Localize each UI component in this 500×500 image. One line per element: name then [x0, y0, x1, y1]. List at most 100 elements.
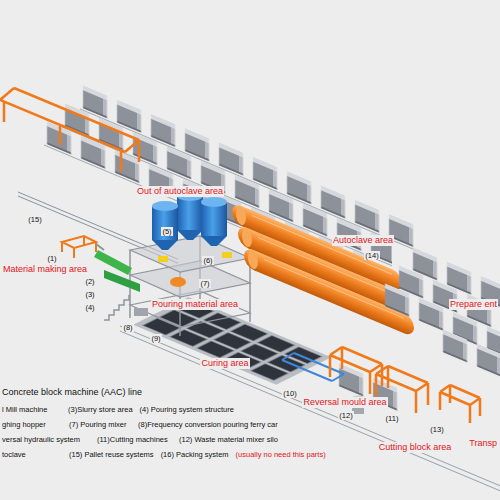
area-label: Prepare ent: [449, 299, 498, 310]
silo-cone: [152, 240, 178, 250]
callout-number-holder: (12): [338, 404, 353, 422]
callout-number-holder: (7): [199, 272, 210, 290]
silo-cone: [177, 230, 203, 240]
silo-body: [201, 202, 227, 236]
callout-number-holder: (3): [84, 283, 95, 301]
silo-top: [201, 197, 227, 207]
callout-number-holder: (4): [84, 296, 95, 314]
key-item: l Mill machine: [1, 405, 48, 414]
pouring-mixer: [170, 277, 186, 287]
callout-number-holder: (11): [385, 407, 400, 425]
area-label: Material making area: [2, 264, 88, 275]
key-item: (4) Pouring system structure: [139, 405, 235, 414]
area-label-holder: Prepare ent: [449, 293, 498, 311]
block-row: [440, 328, 500, 381]
callout-number-holder: (6): [202, 249, 213, 267]
key-item-holder: (3)Slurry store area: [67, 398, 134, 416]
silo-body: [177, 196, 203, 230]
curing-floor: [133, 297, 331, 385]
area-label: Curing area: [200, 358, 249, 369]
area-label-holder: Cutting block area: [378, 436, 453, 454]
area-label: Transp: [468, 438, 498, 449]
key-title-holder: Concrete block machine (AAC) line: [1, 381, 143, 399]
callout-number: (10): [282, 389, 297, 398]
key-item: toclave: [1, 450, 27, 459]
weighing-hopper: [222, 252, 232, 258]
area-label-holder: Reversal mould area: [302, 391, 387, 409]
area-label-holder: Autoclave area: [332, 229, 394, 247]
autoclave-door: [242, 227, 252, 249]
key-item-holder: toclave: [1, 443, 27, 461]
key-item: (3)Slurry store area: [67, 405, 134, 414]
transport-gantry: [440, 385, 480, 423]
callout-number: (12): [338, 411, 353, 420]
key-item: (15) Pallet reuse systems: [68, 450, 155, 459]
key-item: (16) Packing system: [160, 450, 230, 459]
autoclave-door: [248, 249, 258, 271]
key-item-holder: (4) Pouring system structure: [139, 398, 235, 416]
key-item-holder: (11)Cutting machines: [96, 428, 169, 446]
key-item-holder: (15) Pallet reuse systems: [68, 443, 155, 461]
slurry-silo: [177, 191, 203, 240]
table-leg: [62, 236, 96, 258]
key-item-holder: (8)Frequency conversion pouring ferry ca…: [137, 413, 279, 431]
key-item: ghing hopper: [1, 420, 47, 429]
area-label-holder: Pouring material area: [151, 293, 239, 311]
callout-number-holder: (10): [282, 382, 297, 400]
callout-number: (14): [364, 251, 379, 260]
area-label: Pouring material area: [151, 299, 239, 310]
callout-number: (3): [84, 290, 95, 299]
callout-number: (11): [385, 414, 400, 423]
callout-number: (7): [199, 279, 210, 288]
callout-number-holder: (1): [46, 247, 57, 265]
key-note-holder: (usually no need this parts): [235, 443, 327, 461]
callout-number: (9): [150, 334, 161, 343]
callout-number-holder: (14): [364, 244, 379, 262]
key-item-holder: (12) Waste material mixer silo: [178, 428, 279, 446]
autoclave-door: [236, 205, 246, 227]
key-item: (11)Cutting machines: [96, 435, 169, 444]
curing-moulds: [140, 300, 325, 382]
block-cars: [440, 328, 500, 381]
key-note: (usually no need this parts): [235, 450, 327, 459]
area-label: Out of autoclave area: [136, 186, 224, 197]
callout-number: (4): [84, 303, 95, 312]
weighing-hopper: [158, 256, 168, 262]
key-item: (7) Pouring mixer: [68, 420, 128, 429]
slurry-silo: [201, 197, 227, 246]
ferry-car: [134, 308, 148, 316]
slurry-tank: [104, 270, 140, 292]
callout-number-holder: (2): [84, 270, 95, 288]
area-label-holder: Curing area: [200, 352, 249, 370]
callout-number-holder: (5): [161, 220, 172, 238]
key-item: (8)Frequency conversion pouring ferry ca…: [137, 420, 279, 429]
callout-number-holder: (9): [150, 327, 161, 345]
callout-number: (15): [27, 215, 42, 224]
gantry-frame: [0, 88, 139, 172]
slurry-silo: [152, 201, 178, 250]
key-item-holder: (7) Pouring mixer: [68, 413, 128, 431]
area-label: Autoclave area: [332, 235, 394, 246]
callout-number: (1): [46, 254, 57, 263]
callout-number: (2): [84, 277, 95, 286]
area-label: Reversal mould area: [302, 397, 387, 408]
silo-body: [152, 206, 178, 240]
callout-number: (8): [122, 323, 133, 332]
small-conveyor: [96, 244, 104, 250]
curing-grid: [133, 297, 331, 385]
callout-number: (6): [202, 256, 213, 265]
platform-floor: [130, 291, 250, 327]
silo-top: [152, 201, 178, 211]
key-item: versal hydraulic system: [1, 435, 81, 444]
key-item-holder: versal hydraulic system: [1, 428, 81, 446]
ball-mill-table: [62, 236, 96, 248]
platform-floor: [130, 236, 250, 272]
key-item-holder: l Mill machine: [1, 398, 48, 416]
callout-number: (13): [429, 425, 444, 434]
area-label-holder: Transp: [468, 432, 498, 450]
stairs: [104, 295, 129, 320]
green-conveyor: [94, 250, 132, 275]
silo-cone: [201, 236, 227, 246]
area-label-holder: Out of autoclave area: [136, 180, 224, 198]
